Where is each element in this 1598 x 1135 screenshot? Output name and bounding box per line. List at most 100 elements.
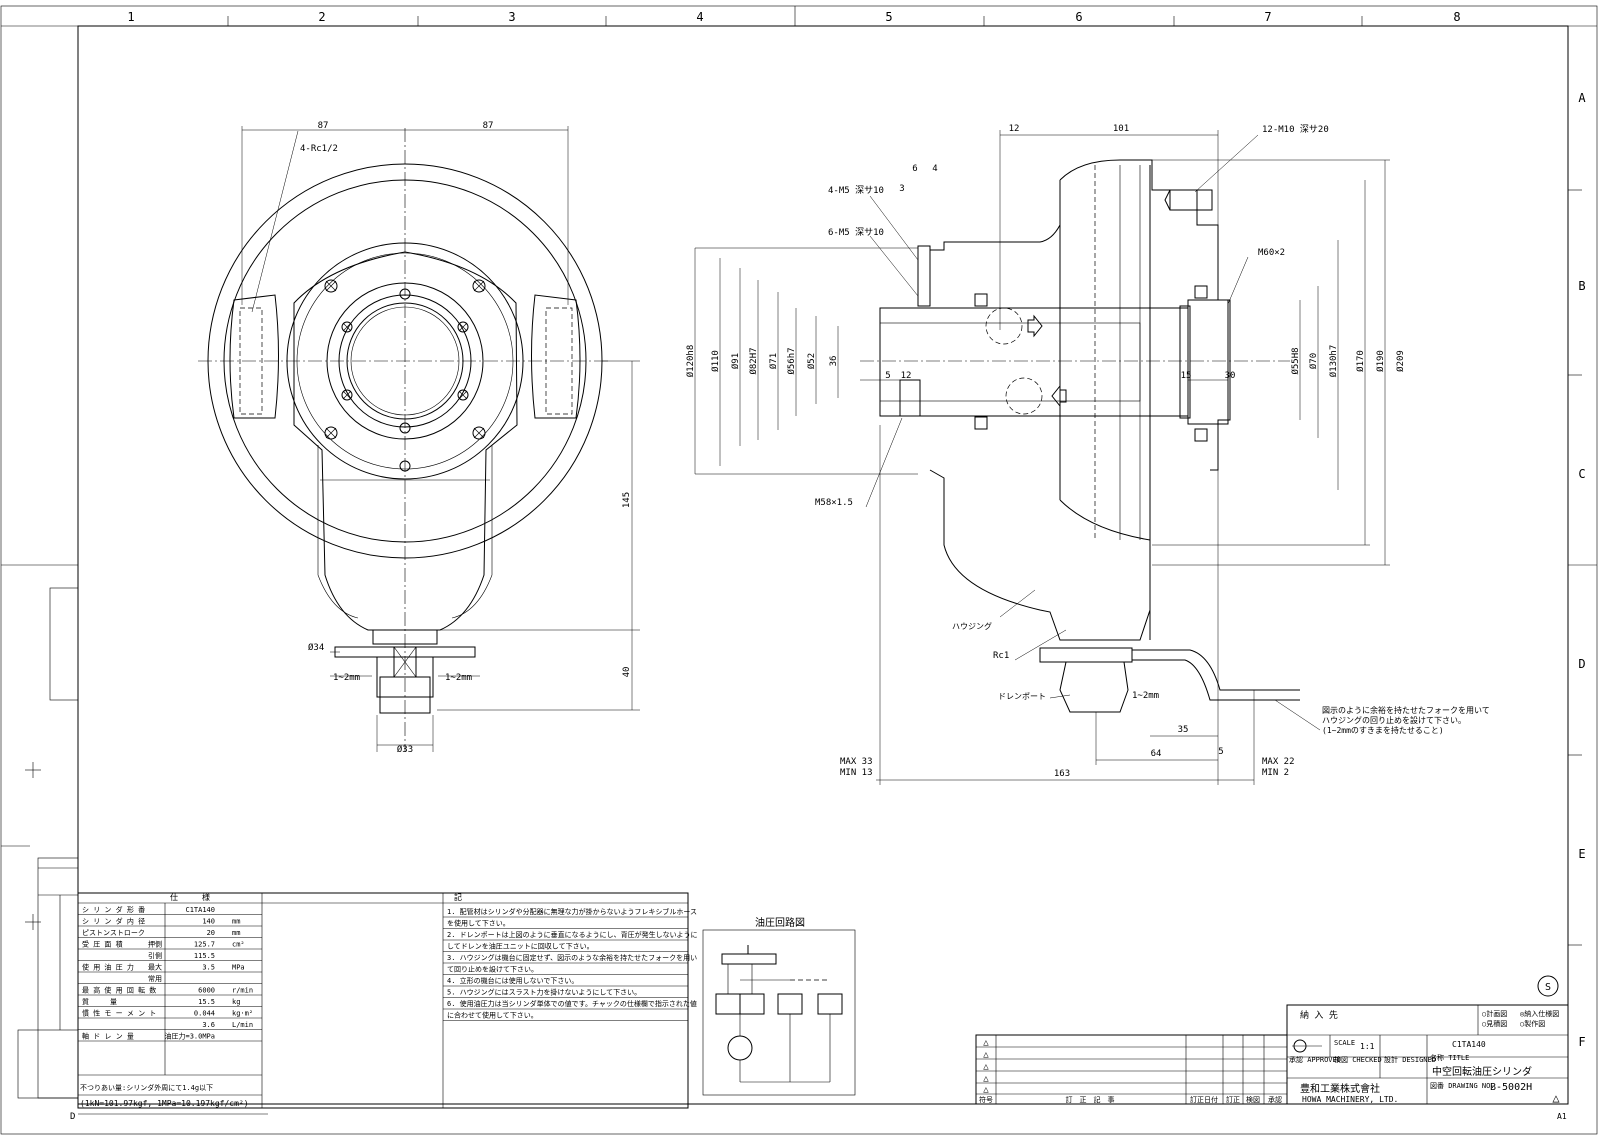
dim-15: 15 bbox=[1181, 371, 1192, 381]
bolt-holes bbox=[324, 279, 486, 472]
title-label: 名称 TITLE bbox=[1430, 1053, 1469, 1062]
dim-dia-71: Ø71 bbox=[768, 353, 779, 369]
title-block: 納 入 先 ○計画図 ◎納入仕様図 ○見積図 ○製作図 SCALE 1:1 C1… bbox=[1286, 975, 1569, 1105]
spec-label: 最 高 使 用 回 転 数 bbox=[82, 986, 156, 995]
rc1-label: Rc1 bbox=[993, 651, 1009, 661]
spec-unit: mm bbox=[232, 929, 240, 937]
side-view bbox=[694, 130, 1390, 785]
spec-value: 油圧力=3.0MPa bbox=[164, 1032, 215, 1041]
spec-unit: mm bbox=[232, 918, 240, 926]
port-note: 4-Rc1/2 bbox=[300, 144, 338, 154]
spec-unit: MPa bbox=[232, 964, 245, 972]
spec-sub-label: 最大 bbox=[148, 963, 162, 972]
note-line: て回り止めを設けて下さい。 bbox=[447, 965, 538, 974]
dim-dia-70: Ø70 bbox=[1308, 353, 1319, 369]
dim-6: 6 bbox=[912, 164, 917, 174]
dim-5-b: 5 bbox=[1218, 747, 1223, 757]
drawing-frame bbox=[0, 5, 1598, 1135]
housing-label: ハウジング bbox=[952, 621, 992, 631]
fork-note-2: ハウジングの回り止めを設けて下さい。 bbox=[1322, 715, 1466, 725]
rev-header: 訂正 bbox=[1226, 1095, 1240, 1104]
rev-header: 承認 bbox=[1268, 1095, 1282, 1104]
sheet-size: A1 bbox=[1557, 1112, 1567, 1121]
note-line: 4. 立形の機台には使用しないで下さい。 bbox=[447, 976, 578, 985]
note-line: 3. ハウジングは機台に固定せず、図示のような余裕を持たせたフォークを用い bbox=[447, 953, 697, 962]
dim-dia-130: Ø130h7 bbox=[1328, 345, 1339, 378]
opt-spec: ◎納入仕様図 bbox=[1520, 1009, 1559, 1018]
scale-label: SCALE bbox=[1334, 1039, 1355, 1047]
scale-value: 1:1 bbox=[1360, 1042, 1375, 1051]
gap-label: 1~2mm bbox=[1132, 691, 1159, 701]
dim-dia-55: Ø55H8 bbox=[1290, 347, 1301, 374]
spec-label: 受 圧 面 積 bbox=[82, 940, 123, 949]
dim-87-left: 87 bbox=[318, 121, 329, 131]
circuit-title: 油圧回路図 bbox=[755, 916, 805, 929]
approved-label: 承認 APPROVED bbox=[1289, 1055, 1341, 1064]
spec-label: シ リ ン ダ 形 番 bbox=[82, 905, 145, 914]
leak-note: 不つりあい量:シリンダ外周にて1.4g以下 bbox=[80, 1083, 213, 1092]
rev-triangle: △ bbox=[983, 1074, 989, 1084]
m60-note: M60×2 bbox=[1258, 248, 1285, 258]
note-line: を使用して下さい。 bbox=[447, 919, 510, 928]
revision-triangle: △ bbox=[1552, 1091, 1560, 1105]
dim-dia-82: Ø82H7 bbox=[748, 347, 759, 374]
spec-sub-label: 押側 bbox=[148, 940, 162, 949]
spec-value: 20 bbox=[207, 929, 215, 937]
spec-value: C1TA140 bbox=[185, 906, 215, 914]
dim-30: 30 bbox=[1225, 371, 1236, 381]
dim-dia-190: Ø190 bbox=[1375, 350, 1386, 372]
drawing-no-label: 図番 DRAWING NO. bbox=[1430, 1082, 1495, 1090]
spec-header: 仕 様 bbox=[170, 892, 210, 902]
rev-header: 検図 bbox=[1246, 1095, 1260, 1104]
fork-note-3: (1~2mmのすきまを持たせること) bbox=[1322, 725, 1444, 735]
min-left: MIN 13 bbox=[840, 768, 873, 778]
front-view bbox=[198, 126, 640, 752]
delivery-label: 納 入 先 bbox=[1300, 1009, 1338, 1021]
rev-header: 訂 正 記 事 bbox=[1066, 1095, 1115, 1104]
spec-value: 0.044 bbox=[194, 1010, 215, 1018]
dim-145: 145 bbox=[622, 492, 632, 508]
model-number: C1TA140 bbox=[1452, 1040, 1486, 1049]
drain-label: ドレンポート bbox=[998, 692, 1046, 701]
rev-triangle: △ bbox=[983, 1062, 989, 1072]
frame-labels: 1 2 3 4 5 6 7 8 A B C D E F D A1 bbox=[70, 10, 1586, 1122]
dim-dia-52: Ø52 bbox=[806, 353, 817, 369]
tap-note: 12-M10 深サ20 bbox=[1262, 124, 1329, 135]
dim-101: 101 bbox=[1113, 124, 1129, 134]
row-label: C bbox=[1578, 467, 1585, 481]
spec-value: 140 bbox=[202, 918, 215, 926]
col-label: 8 bbox=[1453, 10, 1460, 24]
row-label: A bbox=[1578, 91, 1586, 105]
m5-note-b: 6-M5 深サ10 bbox=[828, 227, 884, 238]
hydraulic-circuit: 油圧回路図 bbox=[702, 916, 856, 1096]
spec-unit: kg bbox=[232, 998, 240, 1006]
dim-5: 5 bbox=[885, 371, 890, 381]
circle-s-mark: S bbox=[1545, 982, 1551, 993]
opt-plan: ○計画図 bbox=[1482, 1009, 1507, 1018]
spec-label: 使 用 油 圧 力 bbox=[82, 963, 134, 972]
fork-note-1: 図示のように余裕を持たせたフォークを用いて bbox=[1322, 705, 1490, 715]
dim-dia-110: Ø110 bbox=[710, 350, 721, 372]
spec-unit: cm² bbox=[232, 941, 245, 949]
col-label: 6 bbox=[1075, 10, 1082, 24]
company-jp: 豊和工業株式會社 bbox=[1300, 1082, 1380, 1095]
spec-value: 15.5 bbox=[198, 998, 215, 1006]
dim-4: 4 bbox=[932, 164, 937, 174]
dim-dia-56: Ø56h7 bbox=[786, 347, 797, 374]
note-line: 1. 配管材はシリンダや分配器に無理な力が掛からないようフレキシブルホース bbox=[447, 907, 697, 916]
spec-label: シ リ ン ダ 内 径 bbox=[82, 917, 145, 926]
col-label: 4 bbox=[696, 10, 703, 24]
dim-87-right: 87 bbox=[483, 121, 494, 131]
spec-unit: kg·m² bbox=[232, 1010, 253, 1018]
dim-12: 12 bbox=[1009, 124, 1020, 134]
m5-note-a: 4-M5 深サ10 bbox=[828, 185, 884, 196]
spec-value: 6000 bbox=[198, 987, 215, 995]
front-view-dims: 87 87 4-Rc1/2 145 40 Ø34 Ø33 1~2mm 1~2mm bbox=[300, 121, 632, 755]
designed-label: 設計 DESIGNED bbox=[1384, 1055, 1436, 1064]
dim-dia-33: Ø33 bbox=[397, 744, 413, 755]
rev-header: 符号 bbox=[979, 1095, 993, 1104]
opt-production: ○製作図 bbox=[1520, 1019, 1545, 1028]
row-label: E bbox=[1578, 847, 1585, 861]
spec-value: 3.5 bbox=[202, 964, 215, 972]
note-line: 5. ハウジングにはスラスト力を掛けないようにして下さい。 bbox=[447, 988, 641, 997]
